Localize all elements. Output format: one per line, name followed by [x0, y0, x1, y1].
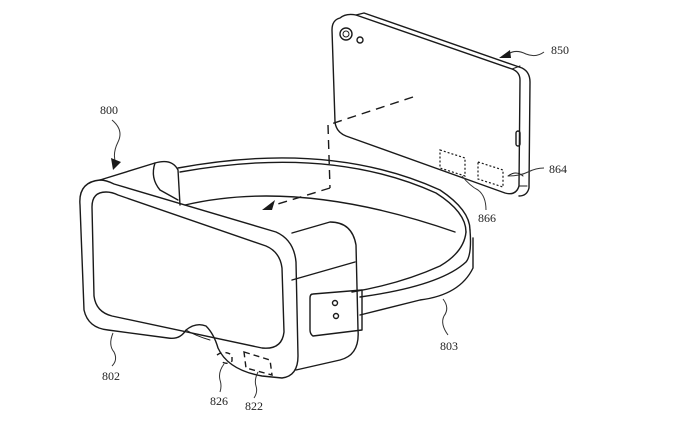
label-800-arrow-icon	[111, 158, 121, 170]
flash-icon	[356, 36, 364, 44]
label-803: 803	[440, 339, 458, 353]
label-866: 866	[478, 211, 496, 225]
camera-lens-icon	[339, 27, 353, 41]
label-800: 800	[100, 103, 118, 117]
label-822: 822	[245, 399, 263, 413]
strap	[177, 157, 474, 337]
label-826: 826	[210, 394, 228, 408]
label-802: 802	[102, 369, 120, 383]
strap-clasp	[309, 289, 363, 337]
display-window	[91, 191, 285, 349]
component-864-box	[477, 161, 504, 188]
component-866-box	[439, 149, 466, 177]
arrow-head-icon	[262, 200, 275, 210]
side-button	[515, 130, 521, 147]
label-864: 864	[549, 162, 567, 176]
component-826-box	[216, 351, 233, 364]
head-mounted-housing	[79, 160, 359, 379]
label-850: 850	[551, 43, 569, 57]
leader-lines	[110, 50, 545, 399]
component-822-box	[243, 351, 273, 376]
label-850-arrow-icon	[499, 50, 511, 58]
portable-device	[331, 12, 531, 197]
insertion-path	[262, 96, 414, 210]
